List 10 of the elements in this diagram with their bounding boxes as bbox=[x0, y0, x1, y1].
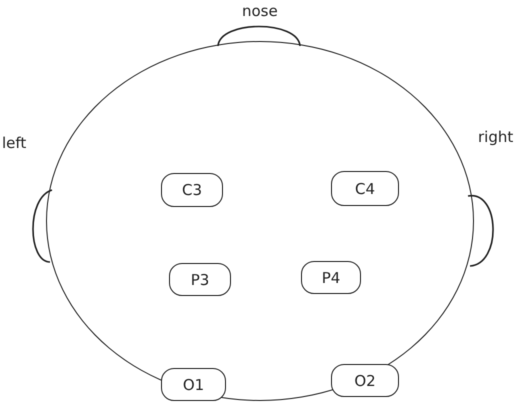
direction-label: right bbox=[478, 128, 514, 146]
electrode: O2 bbox=[331, 364, 399, 397]
electrode: P4 bbox=[301, 261, 361, 294]
electrode: C4 bbox=[331, 171, 399, 206]
direction-label: left bbox=[2, 134, 26, 152]
electrode: O1 bbox=[161, 368, 226, 401]
electrode: P3 bbox=[169, 263, 231, 296]
head-outline bbox=[46, 41, 474, 401]
electrode: C3 bbox=[161, 173, 223, 207]
direction-label: nose bbox=[242, 2, 278, 20]
